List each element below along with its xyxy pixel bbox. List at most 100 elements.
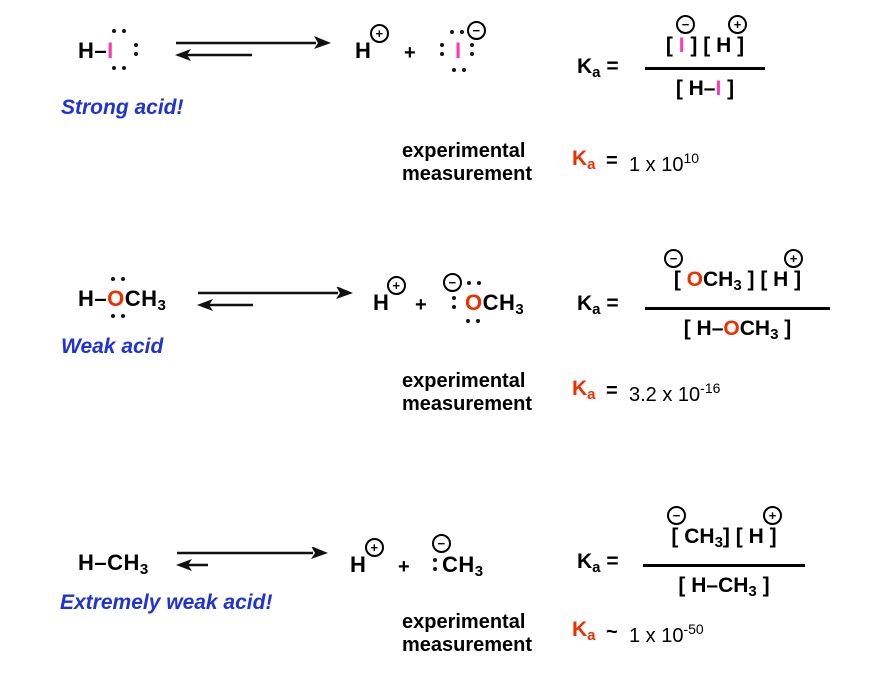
h-atom: H [373, 290, 390, 315]
ka-subscript: a [592, 559, 601, 576]
proton: H + [355, 24, 389, 63]
lone-pair-dots [112, 66, 126, 70]
methyl-group: CH [482, 290, 516, 315]
minus-charge-icon: − [667, 506, 686, 525]
oxygen-atom: O [465, 290, 483, 315]
plus-sign: + [398, 556, 410, 578]
h-atom: H [78, 38, 95, 63]
acid-strength-label: Extremely weak acid! [60, 591, 273, 614]
ka-symbol: K [577, 550, 593, 573]
ka-value: 3.2 x 10-16 [629, 380, 721, 406]
ka-symbol: K [577, 55, 593, 78]
iodine-atom: I [678, 34, 685, 57]
experimental-label: experimental measurement [402, 611, 532, 657]
oxygen-atom: O [686, 268, 703, 291]
hi-reactant: H–I [78, 29, 138, 70]
experimental-line1: experimental [402, 611, 526, 633]
plus-charge-icon: + [763, 506, 782, 525]
experimental-label: experimental measurement [402, 370, 532, 416]
ka-expression: − + [ OCH3 ] [ H ] [ H–OCH3 ] [645, 249, 830, 346]
experimental-line1: experimental [402, 140, 526, 162]
ka-subscript: a [592, 301, 601, 318]
subscript-3: 3 [515, 301, 524, 318]
methane-reactant: H–CH3 [78, 551, 148, 582]
h-atom: H [78, 286, 95, 311]
subscript-3: 3 [157, 297, 166, 314]
lone-pair-dots [440, 43, 444, 56]
h-atom: H [350, 552, 367, 577]
minus-charge-icon: − [676, 15, 695, 34]
proton: H + [350, 538, 384, 577]
lone-pair-dots [112, 29, 126, 33]
lone-pair-dots [452, 68, 466, 72]
equals-sign: = [606, 550, 619, 573]
ka-label-red: Ka [572, 377, 596, 403]
plus-charge-icon: + [728, 15, 747, 34]
methyl-anion: CH3 − [432, 534, 484, 584]
fraction-bar [643, 564, 805, 567]
lone-pair-dots [111, 277, 125, 281]
proton: H + [373, 276, 406, 315]
relation-sign: ~ [606, 621, 618, 643]
fraction-bar [645, 307, 830, 310]
methoxide-anion: OCH3 − [443, 273, 524, 323]
bond: – [94, 38, 108, 63]
experimental-line2: measurement [402, 163, 533, 185]
plus-sign: + [415, 294, 427, 316]
iodine-atom: I [715, 77, 722, 100]
ka-value: 1 x 10-50 [629, 621, 704, 647]
relation-sign: = [606, 380, 618, 402]
oxygen-atom: O [723, 317, 740, 340]
denominator: [ H–CH3 ] [678, 574, 770, 601]
lone-pair-dots [467, 281, 481, 285]
experimental-line1: experimental [402, 370, 526, 392]
subscript-3: 3 [474, 563, 484, 580]
minus-charge-icon: − [443, 273, 462, 292]
ka-expression: − + [ I ] [ H ] [ H–I ] [645, 15, 765, 100]
ka-subscript: a [592, 64, 601, 81]
h-atom: H [355, 38, 372, 63]
fraction-bar [645, 67, 765, 70]
lone-pair-dots [433, 558, 437, 571]
acid-strength-label: Strong acid! [61, 96, 184, 119]
experimental-line2: measurement [402, 634, 533, 656]
plus-charge-icon: + [387, 276, 406, 295]
equilibrium-arrows [197, 287, 353, 311]
bond: – [94, 550, 108, 575]
acid-strength-label: Weak acid [61, 335, 164, 358]
bond: – [94, 286, 108, 311]
ka-label: Ka = [577, 292, 619, 318]
h-atom: H [78, 550, 95, 575]
denominator: [ H–OCH3 ] [683, 317, 792, 344]
relation-sign: = [606, 150, 618, 172]
oxygen-atom: O [107, 286, 125, 311]
equilibrium-arrows [176, 547, 328, 571]
lone-pair-dots [470, 43, 474, 56]
plus-charge-icon: + [784, 249, 803, 268]
numerator: [ CH3] [ H ] [671, 525, 777, 552]
iodine-atom: I [107, 38, 114, 63]
ka-label-red: Ka [572, 618, 596, 644]
ka-label-red: Ka [572, 147, 596, 173]
lone-pair-dots [450, 30, 464, 34]
ka-value: 1 x 1010 [629, 150, 700, 176]
methyl-group: CH [124, 286, 158, 311]
subscript-3: 3 [139, 561, 149, 578]
methanol-reactant: H–OCH3 [78, 277, 166, 318]
equals-sign: = [606, 55, 619, 78]
lone-pair-dots [466, 319, 480, 323]
numerator: [ OCH3 ] [ H ] [673, 268, 802, 295]
lone-pair-dots [452, 296, 456, 309]
minus-charge-icon: − [467, 21, 486, 40]
iodide-anion: I − [440, 21, 486, 72]
experimental-line2: measurement [402, 393, 533, 415]
lone-pair-dots [134, 43, 138, 56]
ka-expression: − + [ CH3] [ H ] [ H–CH3 ] [643, 506, 805, 603]
iodine-atom: I [455, 38, 462, 63]
denominator: [ H–I ] [675, 77, 735, 100]
methyl-group: CH [442, 552, 475, 577]
plus-sign: + [404, 42, 416, 64]
experimental-label: experimental measurement [402, 140, 532, 186]
methyl-group: CH [107, 550, 140, 575]
